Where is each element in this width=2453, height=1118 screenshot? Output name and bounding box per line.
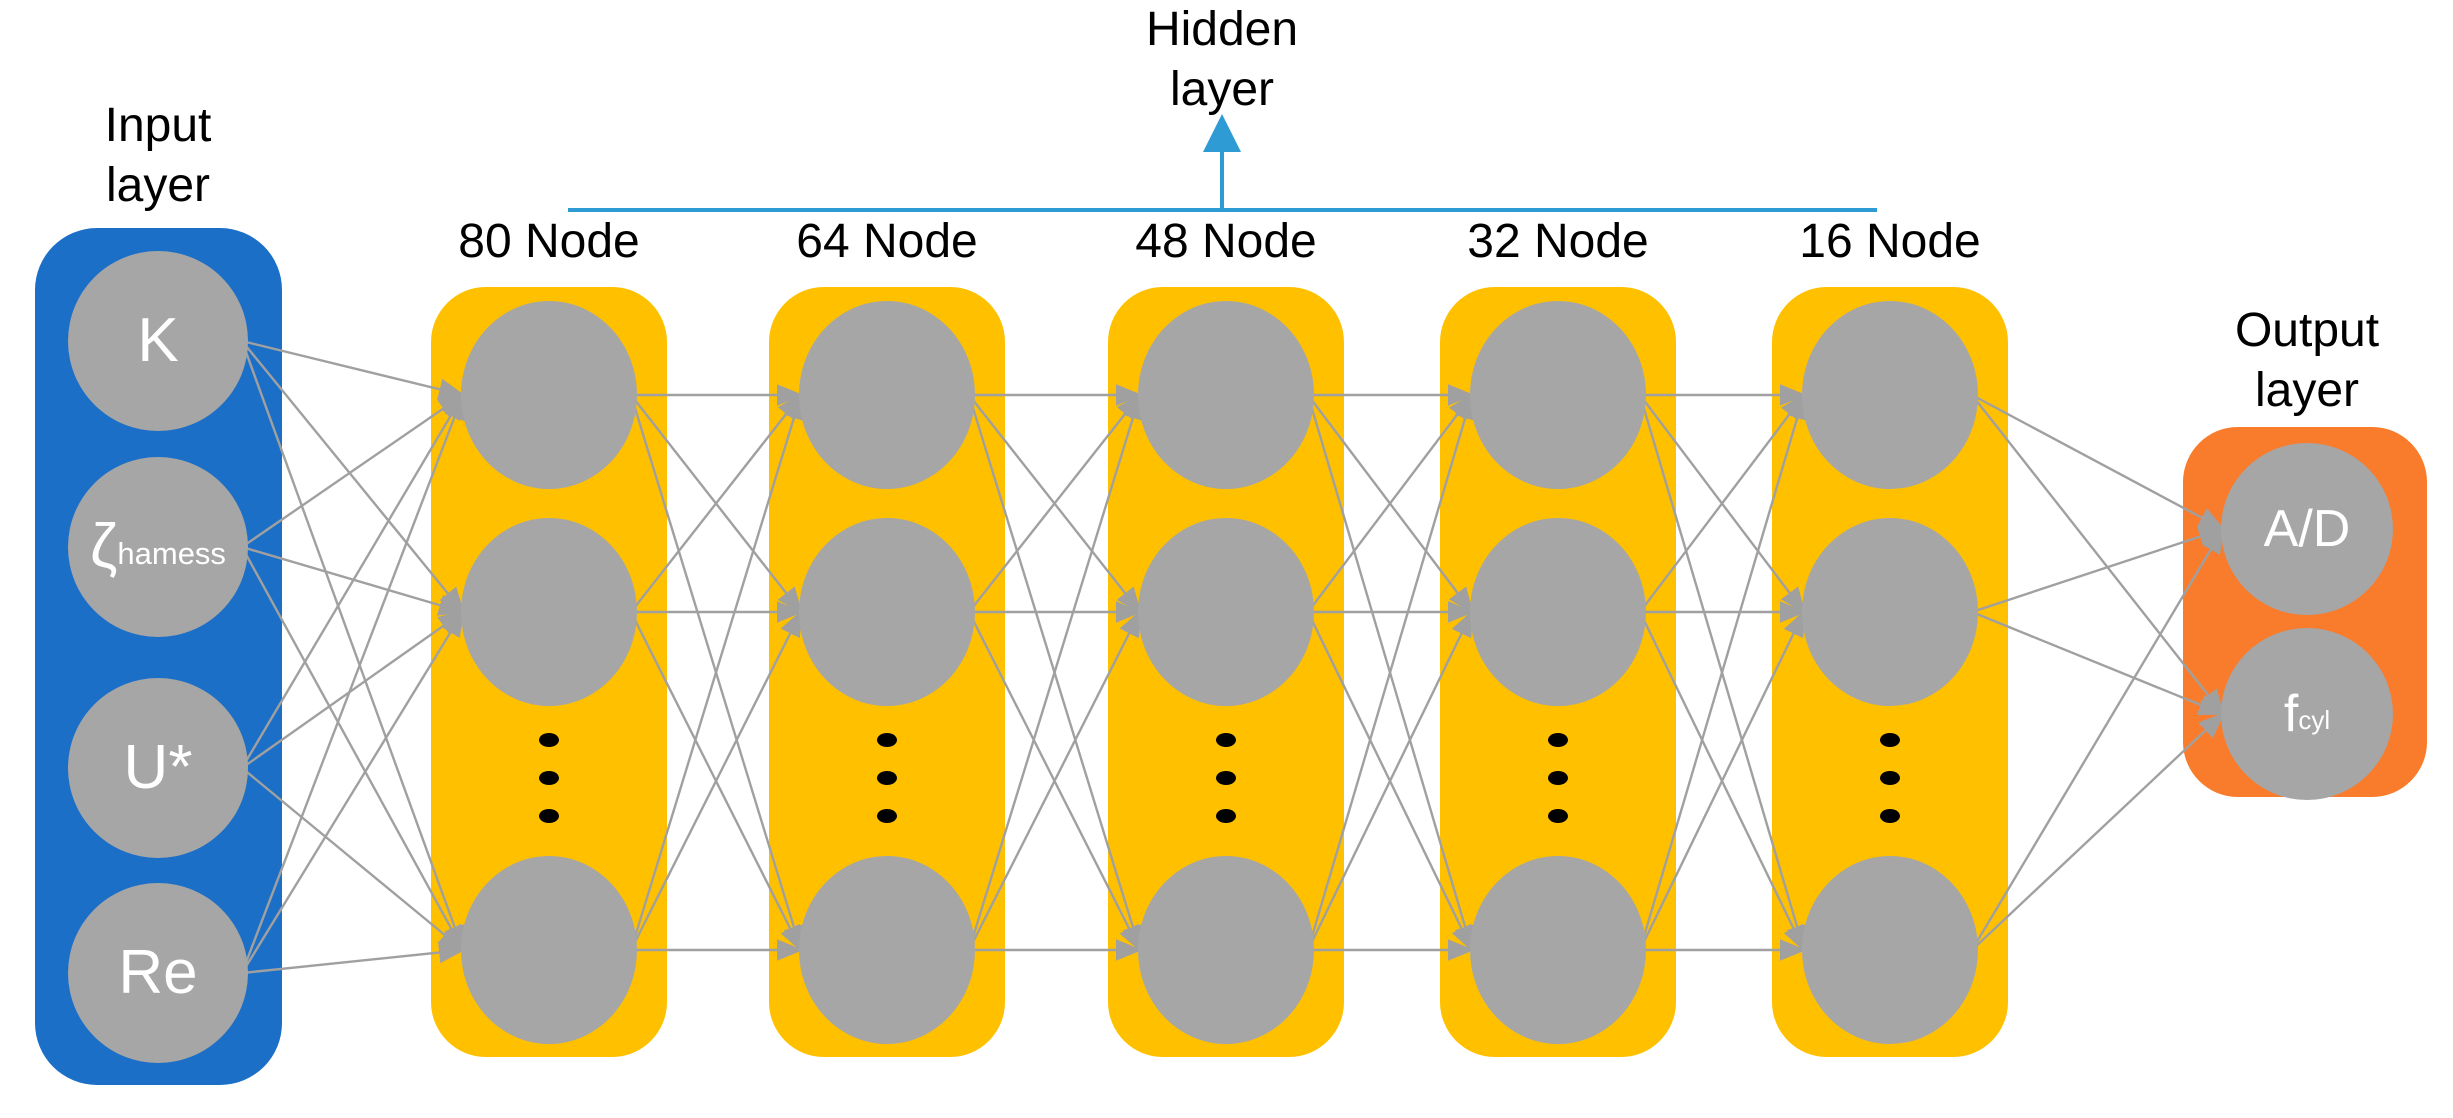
ellipsis-dot [1880, 733, 1900, 747]
ellipsis-dot [1216, 809, 1236, 823]
hidden-node-c3-r1 [1138, 301, 1314, 489]
hidden-node-c5-r3 [1802, 856, 1978, 1044]
ellipsis-dot [1880, 809, 1900, 823]
hidden-node-c2-r2 [799, 518, 975, 706]
input-node-ustar: U* [68, 678, 248, 858]
node-label: U* [123, 733, 193, 802]
input-node-k: K [68, 251, 248, 431]
hidden-layer-bracket [568, 114, 1877, 212]
hidden-node-c4-r3 [1470, 856, 1646, 1044]
hidden-layer-label-4: 32 Node [1467, 215, 1649, 268]
ellipsis-dot [877, 809, 897, 823]
node-label: Re [118, 938, 198, 1007]
output-layer-title: Output layer [2234, 304, 2380, 417]
hidden-node-c2-r1 [799, 301, 975, 489]
ellipsis-dot [877, 771, 897, 785]
ellipsis-dot [539, 771, 559, 785]
hidden-node-c1-r2 [461, 518, 637, 706]
ellipsis-dot [877, 733, 897, 747]
input-node-re: Re [68, 883, 248, 1063]
hidden-node-c3-r3 [1138, 856, 1314, 1044]
hidden-layer-label-1: 80 Node [458, 215, 640, 268]
hidden-node-c1-r3 [461, 856, 637, 1044]
hidden-layer-label-5: 16 Node [1799, 215, 1981, 268]
output-node-ad: A/D [2221, 443, 2393, 615]
node-label: K [137, 306, 179, 375]
hidden-layer-title: Hidden layer [1145, 3, 1299, 116]
node-label: f [2283, 685, 2299, 743]
hidden-layer-label-3: 48 Node [1135, 215, 1317, 268]
ellipsis-dot [1548, 771, 1568, 785]
ellipsis-dot [1548, 809, 1568, 823]
ellipsis-dot [539, 733, 559, 747]
hidden-layer-label-2: 64 Node [796, 215, 978, 268]
ellipsis-dot [1216, 771, 1236, 785]
node-label: A/D [2263, 500, 2351, 558]
hidden-node-c5-r1 [1802, 301, 1978, 489]
ellipsis-dot [1880, 771, 1900, 785]
input-layer-title: Input layer [104, 99, 212, 212]
hidden-node-c4-r1 [1470, 301, 1646, 489]
ellipsis-dot [539, 809, 559, 823]
hidden-node-c5-r2 [1802, 518, 1978, 706]
hidden-node-c1-r1 [461, 301, 637, 489]
hidden-node-c4-r2 [1470, 518, 1646, 706]
ellipsis-dot [1216, 733, 1236, 747]
hidden-node-c3-r2 [1138, 518, 1314, 706]
hidden-node-c2-r3 [799, 856, 975, 1044]
node-label: ζ [90, 512, 118, 581]
ellipsis-dot [1548, 733, 1568, 747]
